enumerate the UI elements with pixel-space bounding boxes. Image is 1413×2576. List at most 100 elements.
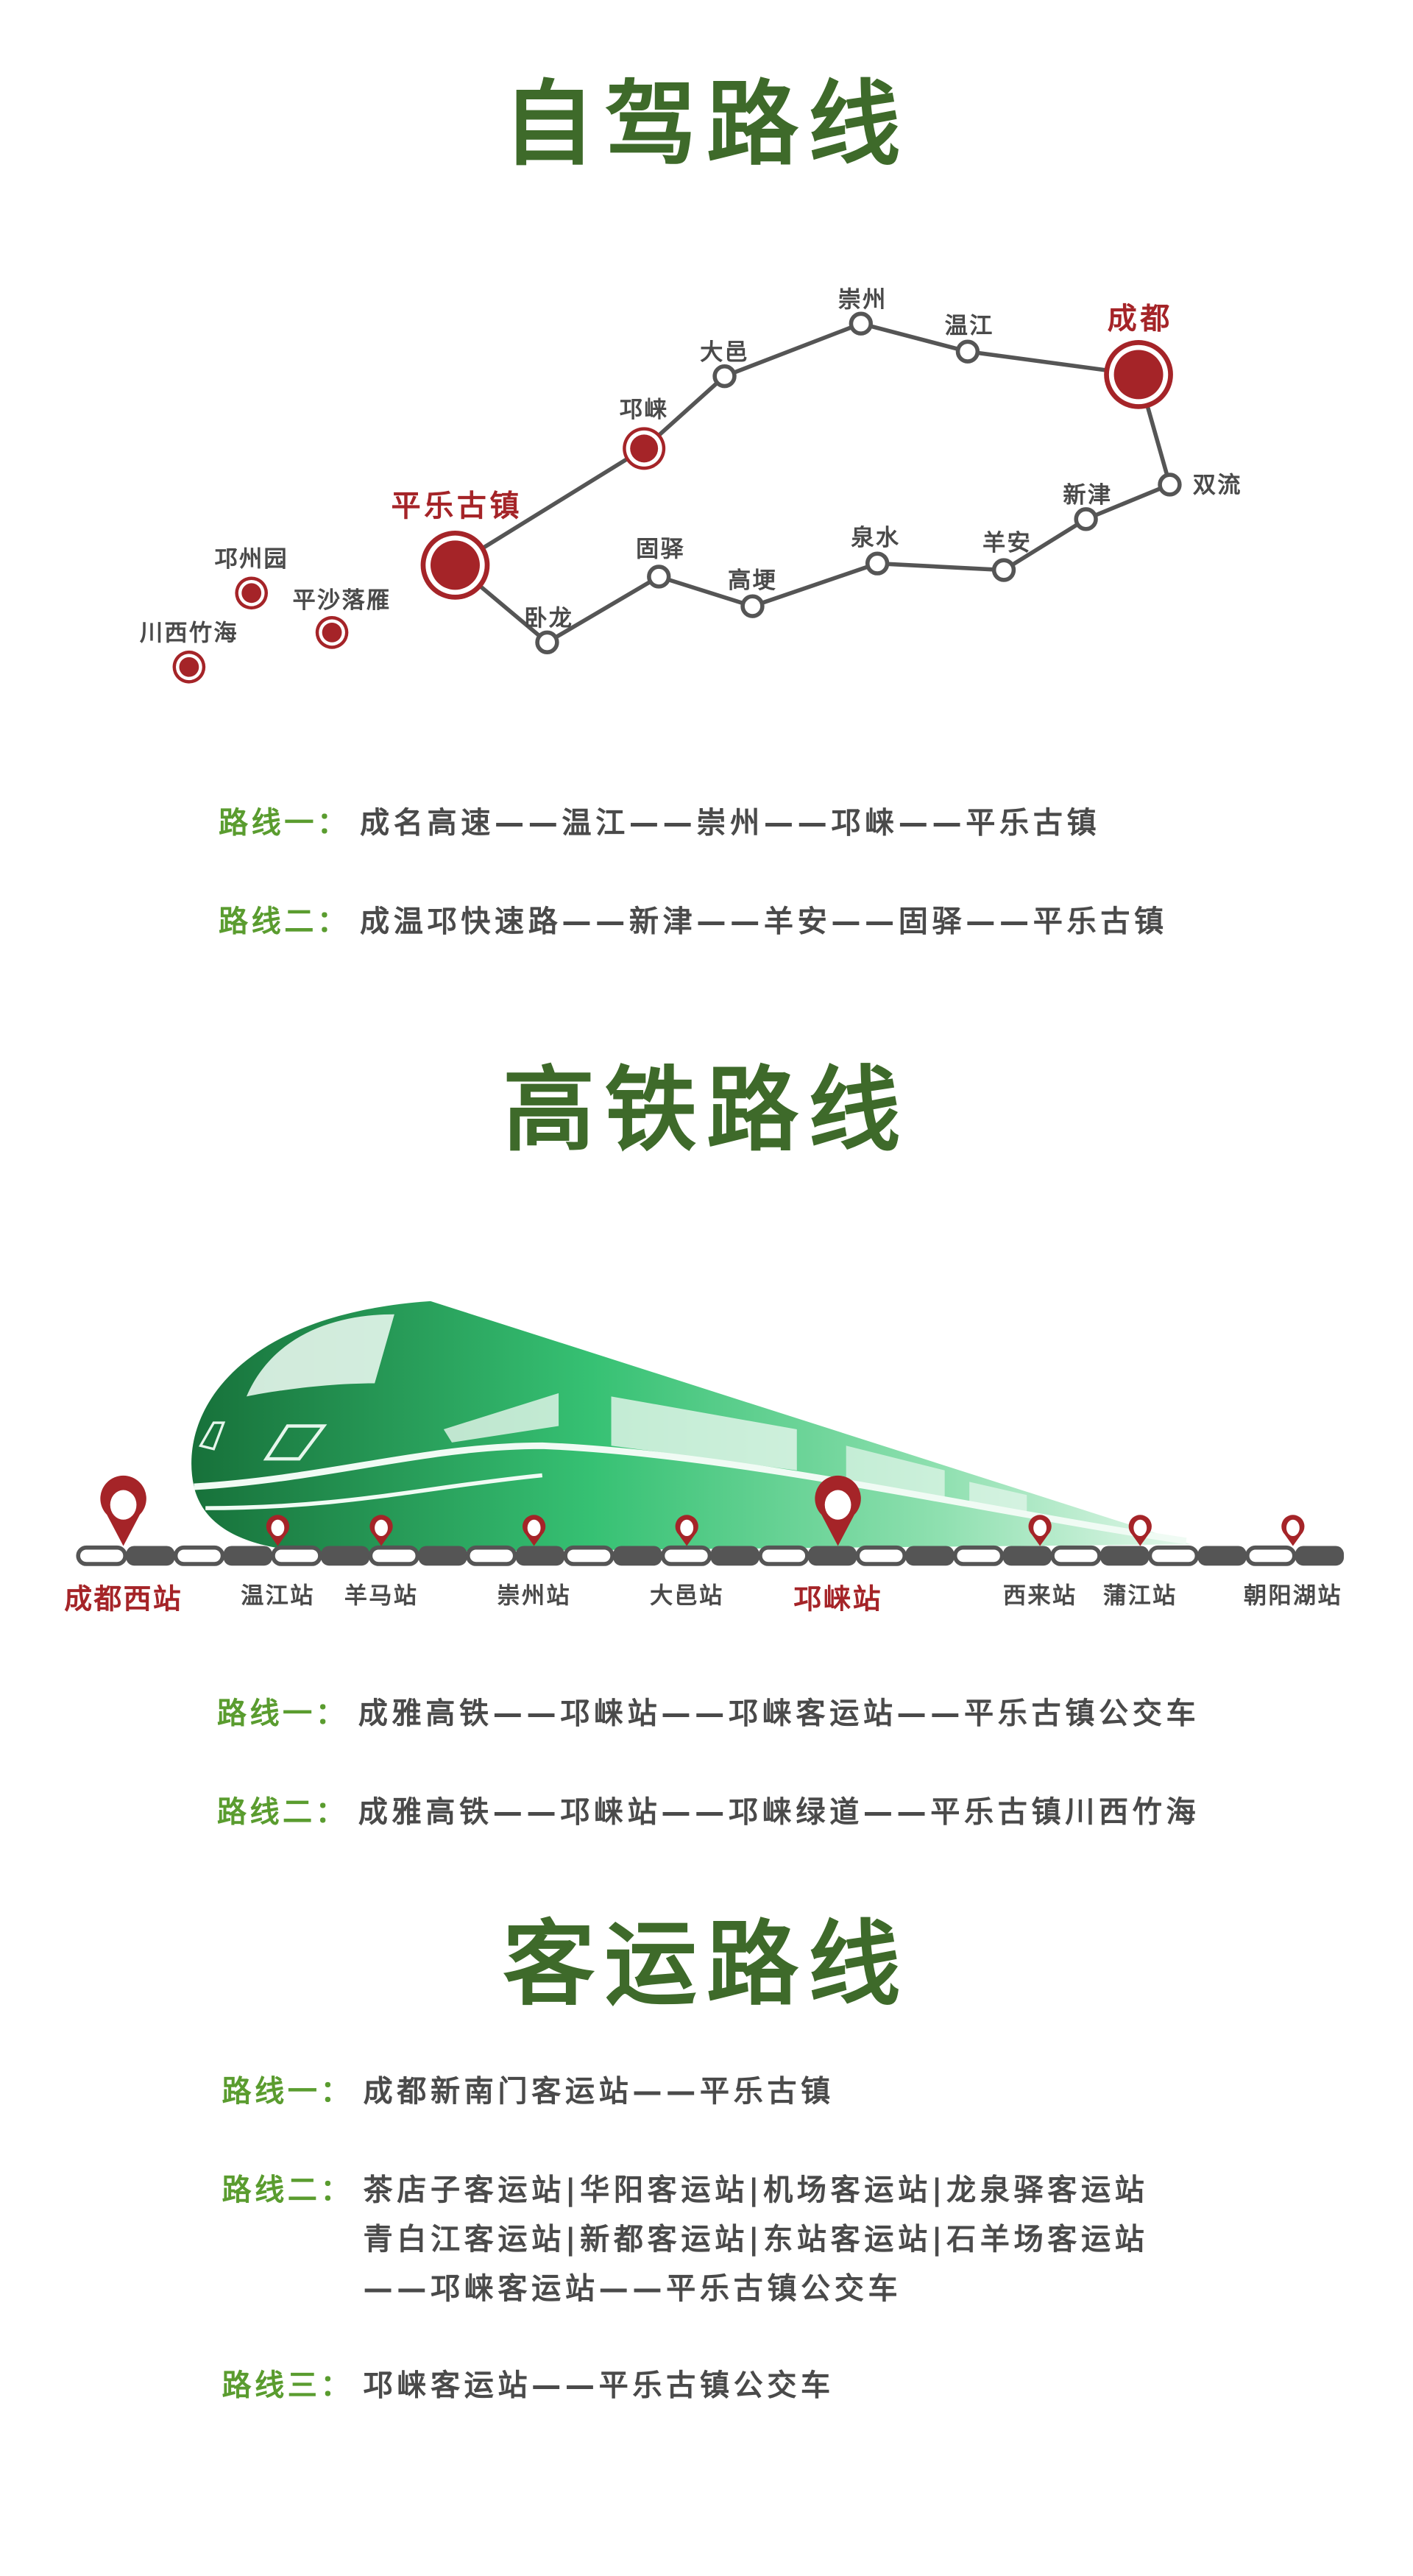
- self-drive-title: 自驾路线: [503, 71, 910, 178]
- track-segment: [952, 1545, 1005, 1566]
- track-segment: [76, 1545, 127, 1566]
- node-label-chengdu: 成都: [1108, 302, 1173, 336]
- map-node-marker: [849, 311, 874, 336]
- route-text-line-3: ——邛崃客运站——平乐古镇公交车: [363, 2272, 902, 2306]
- track-segment: [1197, 1546, 1247, 1566]
- track-segment: [368, 1545, 420, 1566]
- node-qiongzhouyuan-marker: [235, 576, 269, 610]
- route-text-line-1: 茶店子客运站|华阳客运站|机场客运站|龙泉驿客运站: [363, 2173, 1148, 2208]
- node-label-wenjiang: 温江: [945, 313, 994, 339]
- node-label-pingle: 平乐古镇: [391, 489, 522, 523]
- node-qionglai-marker: [623, 427, 666, 470]
- map-node-marker: [1158, 473, 1182, 497]
- track-segment: [1295, 1546, 1345, 1566]
- track-segment: [126, 1546, 175, 1566]
- route-text: 成都新南门客运站——平乐古镇: [363, 2075, 834, 2109]
- station-pin-icon: [369, 1515, 393, 1546]
- track-segment: [465, 1545, 517, 1566]
- station-label: 温江站: [241, 1583, 314, 1610]
- node-label-wolong: 卧龙: [524, 605, 573, 631]
- map-node-marker: [535, 630, 559, 654]
- station-label: 成都西站: [64, 1582, 183, 1615]
- node-label-dayi: 大邑: [700, 339, 749, 366]
- node-label-xinjin: 新津: [1063, 482, 1112, 509]
- track-segment: [1147, 1545, 1200, 1566]
- map-node-marker: [955, 339, 980, 364]
- map-node-marker: [1074, 507, 1098, 531]
- coach-route-2: 路线二： 茶店子客运站|华阳客运站|机场客运站|龙泉驿客运站 青白江客运站|新都…: [222, 2173, 1148, 2306]
- station-label: 西来站: [1003, 1583, 1077, 1610]
- station-pin-icon: [1028, 1515, 1052, 1546]
- node-label-pingsha: 平沙落雁: [292, 587, 391, 614]
- track-segment: [1245, 1545, 1297, 1566]
- route-label: 路线一：: [222, 2075, 353, 2109]
- route-label: 路线三：: [222, 2368, 353, 2402]
- track-segment: [271, 1545, 322, 1566]
- route-map: 成都 双流 新津 羊安 泉水 高埂 固驿 卧龙 平乐古镇 邛崃 大邑 崇州 温江…: [140, 286, 1242, 684]
- station-pin-icon: [523, 1515, 546, 1546]
- station-pins: [100, 1475, 1305, 1546]
- station-label: 朝阳湖站: [1244, 1583, 1342, 1610]
- station-label: 蒲江站: [1103, 1583, 1177, 1610]
- self-drive-route-2: 路线二： 成温邛快速路——新津——羊安——固驿——平乐古镇: [219, 905, 1168, 939]
- map-node-marker: [647, 565, 671, 589]
- track-segment: [807, 1546, 857, 1566]
- map-node-marker: [712, 364, 737, 389]
- node-pingle-marker: [420, 530, 490, 600]
- station-pin-icon: [815, 1475, 861, 1546]
- node-label-chongzhou: 崇州: [838, 286, 888, 313]
- node-label-gaogeng: 高埂: [728, 567, 777, 594]
- track-segment: [710, 1546, 759, 1566]
- track-segment: [223, 1546, 272, 1566]
- station-label: 邛崃站: [793, 1582, 882, 1615]
- station-pin-icon: [1128, 1515, 1152, 1546]
- map-line-north: [454, 321, 1139, 567]
- route-text: 成雅高铁——邛崃站——邛崃绿道——平乐古镇川西竹海: [358, 1795, 1200, 1829]
- route-label: 路线一：: [219, 807, 350, 841]
- route-label: 路线一：: [217, 1697, 348, 1731]
- track-segment: [563, 1545, 615, 1566]
- track-segment: [321, 1546, 370, 1566]
- track-segment: [905, 1546, 955, 1566]
- track-segment: [418, 1546, 467, 1566]
- node-label-qiongzhouyuan: 邛州园: [214, 546, 288, 573]
- track-segment: [855, 1545, 907, 1566]
- map-node-marker: [865, 551, 890, 576]
- route-label: 路线二：: [217, 1795, 348, 1829]
- route-text: 成温邛快速路——新津——羊安——固驿——平乐古镇: [360, 905, 1168, 939]
- route-text: 成雅高铁——邛崃站——邛崃客运站——平乐古镇公交车: [358, 1697, 1200, 1731]
- track-segment: [1050, 1545, 1102, 1566]
- node-label-quanshui: 泉水: [851, 525, 900, 551]
- node-label-yangan: 羊安: [982, 530, 1032, 556]
- node-chuanxi-marker: [172, 650, 206, 684]
- station-label: 羊马站: [344, 1583, 418, 1610]
- map-node-marker: [991, 558, 1016, 582]
- track-segment: [515, 1546, 565, 1566]
- train-illustration: [191, 1301, 1191, 1553]
- station-pin-icon: [100, 1475, 146, 1546]
- track-segment: [173, 1545, 225, 1566]
- track-segment: [758, 1545, 810, 1566]
- route-label: 路线二：: [222, 2173, 353, 2207]
- node-label-qionglai: 邛崃: [620, 397, 669, 423]
- map-node-marker: [740, 594, 765, 618]
- station-pin-icon: [266, 1515, 290, 1546]
- rail-route-2: 路线二： 成雅高铁——邛崃站——邛崃绿道——平乐古镇川西竹海: [217, 1795, 1200, 1829]
- rail-route-1: 路线一： 成雅高铁——邛崃站——邛崃客运站——平乐古镇公交车: [217, 1697, 1200, 1731]
- route-text: 成名高速——温江——崇州——邛崃——平乐古镇: [360, 807, 1100, 841]
- station-label: 大邑站: [650, 1583, 723, 1610]
- station-pin-icon: [675, 1515, 698, 1546]
- node-pingsha-marker: [315, 616, 349, 649]
- station-labels: 成都西站温江站羊马站崇州站大邑站邛崃站西来站蒲江站朝阳湖站: [64, 1582, 1342, 1615]
- track-segment: [1002, 1546, 1052, 1566]
- coach-title: 客运路线: [503, 1911, 910, 2018]
- node-chengdu-marker: [1104, 340, 1173, 409]
- node-label-guyi: 固驿: [636, 537, 685, 563]
- coach-route-1: 路线一： 成都新南门客运站——平乐古镇: [222, 2075, 834, 2109]
- self-drive-route-1: 路线一： 成名高速——温江——崇州——邛崃——平乐古镇: [219, 807, 1100, 841]
- station-pin-icon: [1281, 1515, 1305, 1546]
- node-label-chuanxi: 川西竹海: [140, 620, 238, 647]
- node-label-shuangliu: 双流: [1193, 473, 1242, 499]
